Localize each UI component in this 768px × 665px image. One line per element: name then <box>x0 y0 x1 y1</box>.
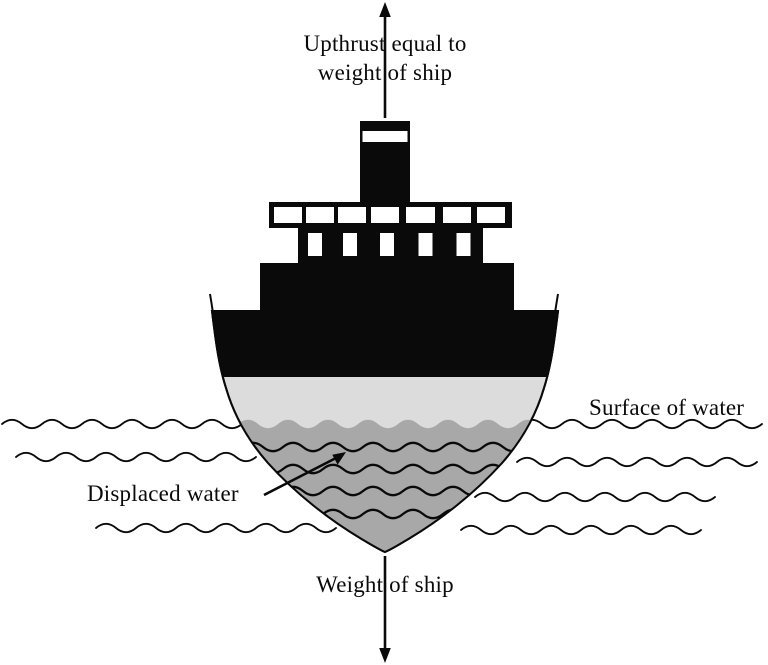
bridge-window <box>306 207 334 223</box>
ship-superstructure <box>260 121 514 313</box>
hull-black-band <box>212 311 558 377</box>
water-wave-line <box>15 451 257 463</box>
water-wave-line <box>460 524 702 536</box>
bridge-window <box>477 207 505 223</box>
bridge-window <box>338 207 366 223</box>
upthrust-arrowhead <box>379 2 391 17</box>
second-deck-windows <box>308 233 471 256</box>
bridge-window <box>274 207 302 223</box>
funnel-stripe <box>362 131 408 142</box>
upthrust-label: Upthrust equal to weight of ship <box>255 29 515 87</box>
bridge-window <box>371 207 399 223</box>
upthrust-arrow <box>379 2 391 118</box>
deck-window <box>380 233 394 256</box>
upthrust-label-line1: Upthrust equal to <box>303 31 467 56</box>
superstructure-base <box>260 263 514 313</box>
deck-window <box>456 233 471 256</box>
water-wave-line <box>95 522 337 534</box>
bow-flare-left <box>209 293 214 314</box>
surface-of-water-label: Surface of water <box>589 395 745 420</box>
bridge-deck-windows <box>274 207 505 223</box>
water-wave-line <box>474 491 716 503</box>
weight-arrowhead <box>379 648 391 663</box>
weight-of-ship-label: Weight of ship <box>316 572 454 597</box>
deck-window <box>418 233 433 256</box>
deck-window <box>308 233 322 256</box>
water-wave-line <box>516 456 758 468</box>
displaced-water-label: Displaced water <box>87 481 239 506</box>
upthrust-label-line2: weight of ship <box>317 60 453 85</box>
displaced-water-arrow <box>263 452 346 497</box>
bridge-window <box>406 207 435 223</box>
deck-window <box>343 233 357 256</box>
bow-flare-right <box>554 293 559 314</box>
weight-arrow <box>379 556 391 663</box>
displaced-arrowhead <box>332 452 346 465</box>
bridge-window <box>443 207 471 223</box>
